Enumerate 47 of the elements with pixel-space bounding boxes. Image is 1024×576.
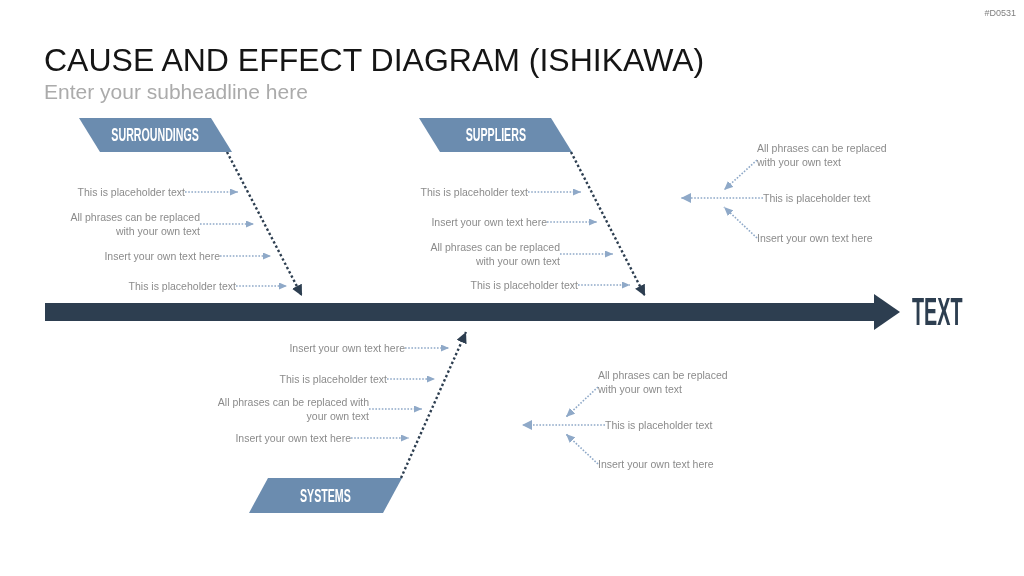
- cause-text: Insert your own text here: [235, 431, 351, 445]
- cause-text: Insert your own text here: [104, 249, 220, 263]
- cause-text: All phrases can be replaced with your own text: [757, 141, 895, 169]
- cause-text: This is placeholder text: [77, 185, 185, 199]
- dotted-arrow: [225, 151, 304, 297]
- dotted-arrow: [184, 188, 239, 196]
- dotted-arrow: [235, 282, 288, 290]
- dotted-arrow: [723, 159, 758, 191]
- dotted-arrow: [680, 193, 764, 203]
- category-label: SURROUNDINGS: [111, 125, 200, 145]
- cause-text: Insert your own text here: [431, 215, 547, 229]
- dotted-arrow: [350, 434, 410, 442]
- dotted-arrow: [565, 386, 599, 418]
- cause-text: This is placeholder text: [470, 278, 578, 292]
- dotted-arrow: [368, 405, 423, 413]
- dotted-arrow: [565, 433, 599, 465]
- dotted-arrow: [399, 331, 468, 479]
- dotted-arrow: [559, 250, 614, 258]
- dotted-arrow: [577, 281, 631, 289]
- dotted-arrow: [527, 188, 582, 196]
- dotted-arrow: [404, 344, 450, 352]
- dotted-arrow: [199, 220, 255, 228]
- dotted-arrow: [723, 206, 758, 239]
- dotted-arrow: [521, 420, 606, 430]
- thick-arrow: [45, 294, 900, 330]
- cause-text: This is placeholder text: [279, 372, 387, 386]
- dotted-arrow: [569, 151, 647, 297]
- title: CAUSE AND EFFECT DIAGRAM (ISHIKAWA): [44, 41, 705, 79]
- cause-text: This is placeholder text: [420, 185, 528, 199]
- cause-text: Insert your own text here: [598, 457, 714, 471]
- cause-text: Insert your own text here: [289, 341, 405, 355]
- effect-label: TEXT: [912, 295, 963, 329]
- cause-text: All phrases can be replaced with your own text: [422, 240, 560, 268]
- cause-text: All phrases can be replaced with your own text: [209, 395, 369, 423]
- slide-code: #D0531: [984, 8, 1016, 19]
- cause-text: This is placeholder text: [763, 191, 871, 205]
- cause-text: This is placeholder text: [605, 418, 713, 432]
- dotted-arrow: [546, 218, 598, 226]
- category-label: SUPPLIERS: [465, 125, 526, 145]
- cause-text: This is placeholder text: [128, 279, 236, 293]
- dotted-arrow: [386, 375, 436, 383]
- subtitle: Enter your subheadline here: [44, 80, 308, 104]
- dotted-arrow: [219, 252, 272, 260]
- cause-text: Insert your own text here: [757, 231, 873, 245]
- cause-text: All phrases can be replaced with your own text: [598, 368, 736, 396]
- category-label: SYSTEMS: [300, 485, 351, 506]
- cause-text: All phrases can be replaced with your own text: [62, 210, 200, 238]
